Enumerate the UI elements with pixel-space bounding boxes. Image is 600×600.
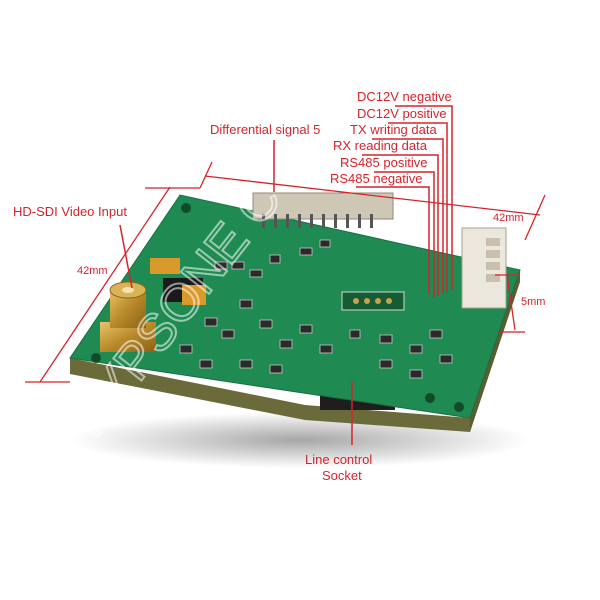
header-pads [341, 291, 405, 311]
label-rs485-positive: RS485 positive [340, 155, 428, 170]
capacitor [150, 258, 180, 274]
dimension-thickness: 5mm [521, 296, 546, 308]
label-socket: Socket [322, 468, 362, 483]
board-edge-right [470, 270, 520, 432]
board-edge [70, 358, 470, 432]
dimension-lines [25, 161, 546, 383]
label-rs485-negative: RS485 negative [330, 171, 423, 186]
label-line-control: Line control [305, 452, 373, 467]
label-dc12v-positive: DC12V positive [357, 106, 447, 121]
pcb-board [70, 195, 520, 418]
dimension-depth: 42mm [77, 265, 108, 277]
label-dc12v-negative: DC12V negative [357, 89, 452, 104]
label-hd-sdi-input: HD-SDI Video Input [13, 204, 127, 219]
callout-leaders [119, 105, 453, 445]
label-tx-writing-data: TX writing data [350, 122, 437, 137]
dimension-width: 42mm [493, 212, 524, 224]
label-differential-signal: Differential signal 5 [210, 122, 321, 137]
mounting-hole [181, 203, 191, 213]
mounting-hole [425, 393, 435, 403]
label-rx-reading-data: RX reading data [333, 138, 427, 153]
mounting-hole [454, 402, 464, 412]
mounting-hole [91, 353, 101, 363]
capacitor [182, 285, 206, 305]
